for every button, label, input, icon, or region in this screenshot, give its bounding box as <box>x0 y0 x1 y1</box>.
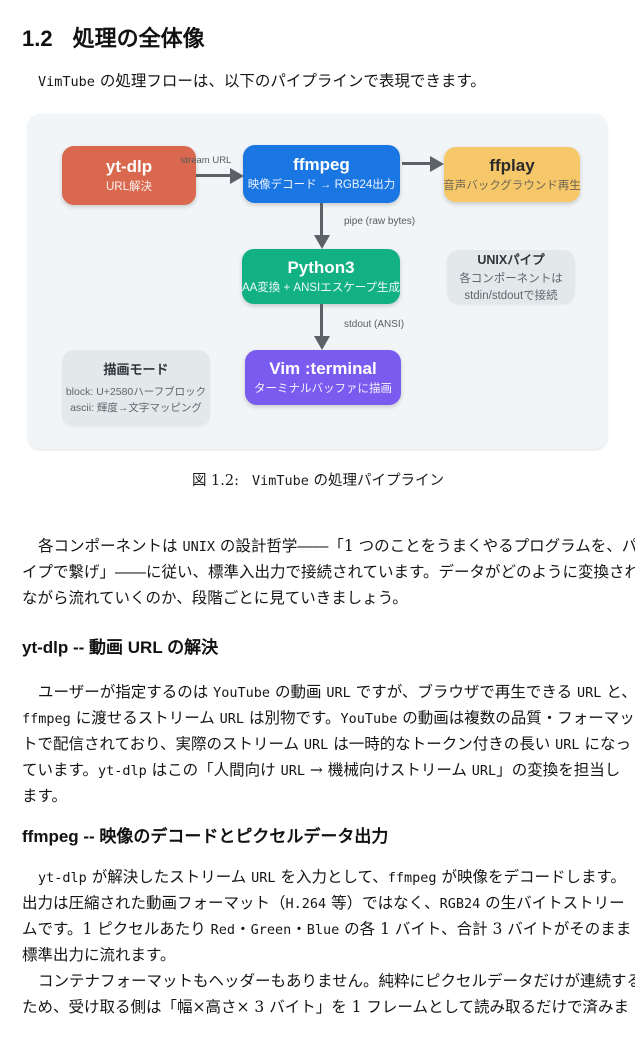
overview-paragraph: 各コンポーネントは UNIX の設計哲学――「1 つのことをうまくやるプログラム… <box>22 533 635 611</box>
paragraph-line: VimTube の処理フローは、以下のパイプラインで表現できます。 <box>38 72 486 90</box>
node-ffmpeg: ffmpeg 映像デコード → RGB24出力 <box>243 145 400 203</box>
paragraph-line: yt-dlp が解決したストリーム URL を入力として、ffmpeg が映像を… <box>38 868 626 886</box>
node-subtitle: AA変換 + ANSIエスケープ生成 <box>241 281 401 294</box>
section-heading: 1.2 処理の全体像 <box>22 24 614 54</box>
edge-label-stdout-ansi: stdout (ANSI) <box>344 319 405 330</box>
ytdlp-paragraph: ユーザーが指定するのは YouTube の動画 URL ですが、ブラウザで再生で… <box>22 679 635 809</box>
figure-caption: 図 1.2: VimTube の処理パイプライン <box>22 468 614 494</box>
edge-label-pipe-raw-bytes: pipe (raw bytes) <box>344 216 416 227</box>
paragraph-line: ユーザーが指定するのは YouTube の動画 URL ですが、ブラウザで再生で… <box>38 683 635 701</box>
subsection-heading-ytdlp: yt-dlp -- 動画 URL の解決 <box>22 638 219 657</box>
figure-caption-text: VimTube の処理パイプライン <box>252 473 445 489</box>
paragraph-line: 出力は圧縮された動画フォーマット（H.264 等）ではなく、RGB24 の生バイ… <box>22 894 625 912</box>
node-title: Python3 <box>287 257 355 277</box>
arrowhead-icon <box>230 167 244 184</box>
figure-caption-label: 図 1.2: <box>191 473 240 489</box>
node-unix-pipe: UNIXパイプ 各コンポーネントは stdin/stdoutで接続 <box>447 250 575 304</box>
node-ffplay: ffplay 音声バックグラウンド再生 <box>443 147 581 202</box>
node-subtitle: ターミナルバッファに描画 <box>254 382 392 395</box>
intro-paragraph: VimTube の処理フローは、以下のパイプラインで表現できます。 <box>22 68 614 94</box>
section-title: 処理の全体像 <box>72 26 205 51</box>
paragraph-line: ため、受け取る側は「幅×高さ× 3 バイト」を 1 フレームとして読み取るだけで… <box>22 998 629 1016</box>
arrow-ffmpeg-to-python3 <box>320 203 323 237</box>
document-page: 1.2 処理の全体像 VimTube の処理フローは、以下のパイプラインで表現で… <box>0 24 635 1020</box>
paragraph-line: ムです。1 ピクセルあたり Red・Green・Blue の各 1 バイト、合計… <box>22 920 632 938</box>
arrowhead-icon <box>313 235 330 249</box>
node-note-line: 各コンポーネントは <box>459 273 563 285</box>
pipeline-diagram: yt-dlp URL解決 ffmpeg 映像デコード → RGB24出力 ffp… <box>28 114 607 449</box>
node-subtitle: 音声バックグラウンド再生 <box>443 179 581 192</box>
paragraph-line: ています。yt-dlp はこの「人間向け URL → 機械向けストリーム URL… <box>22 761 621 779</box>
paragraph-line: 標準出力に流れます。 <box>22 946 176 964</box>
ffmpeg-paragraph-2: コンテナフォーマットもヘッダーもありません。純粋にピクセルデータだけが連続する … <box>22 968 635 1020</box>
arrow-ffmpeg-to-ffplay <box>402 162 432 165</box>
arrow-ytdlp-to-ffmpeg <box>196 174 232 177</box>
node-subtitle: 映像デコード → RGB24出力 <box>247 179 396 191</box>
node-note-line: stdin/stdoutで接続 <box>464 290 558 302</box>
paragraph-line: コンテナフォーマットもヘッダーもありません。純粋にピクセルデータだけが連続する <box>38 972 635 990</box>
edge-label-stream-url: stream URL <box>180 155 232 166</box>
node-note-line: block: U+2580ハーフブロック <box>65 386 207 398</box>
node-subtitle: URL解決 <box>105 180 152 193</box>
node-title: yt-dlp <box>105 156 153 176</box>
node-title: ffplay <box>489 155 535 175</box>
node-title: 描画モード <box>103 362 169 377</box>
paragraph-line: イプで繋げ」――に従い、標準入出力で接続されています。データがどのように変換され <box>22 563 635 581</box>
node-title: Vim :terminal <box>269 358 377 378</box>
paragraph-line: ながら流れていくのか、段階ごとに見ていきましょう。 <box>22 589 408 607</box>
paragraph-line: トで配信されており、実際のストリーム URL は一時的なトークン付きの長い UR… <box>22 735 631 753</box>
node-note-line: ascii: 輝度→文字マッピング <box>70 402 202 414</box>
arrowhead-icon <box>430 155 444 172</box>
ffmpeg-paragraph-1: yt-dlp が解決したストリーム URL を入力として、ffmpeg が映像を… <box>22 864 632 968</box>
paragraph-line: ます。 <box>22 787 67 805</box>
node-title: ffmpeg <box>293 155 350 174</box>
paragraph-line: ffmpeg に渡せるストリーム URL は別物です。YouTube の動画は複… <box>22 709 635 727</box>
node-yt-dlp: yt-dlp URL解決 <box>62 146 196 205</box>
section-number: 1.2 <box>22 26 53 51</box>
arrowhead-icon <box>313 336 330 350</box>
node-python3: Python3 AA変換 + ANSIエスケープ生成 <box>242 249 400 304</box>
node-draw-mode: 描画モード block: U+2580ハーフブロック ascii: 輝度→文字マ… <box>62 350 210 426</box>
arrow-python3-to-vim <box>320 304 323 337</box>
subsection-heading-ffmpeg: ffmpeg -- 映像のデコードとピクセルデータ出力 <box>22 827 389 846</box>
node-title: UNIXパイプ <box>477 253 545 267</box>
paragraph-line: 各コンポーネントは UNIX の設計哲学――「1 つのことをうまくやるプログラム… <box>38 537 635 555</box>
node-vim-terminal: Vim :terminal ターミナルバッファに描画 <box>245 350 401 405</box>
